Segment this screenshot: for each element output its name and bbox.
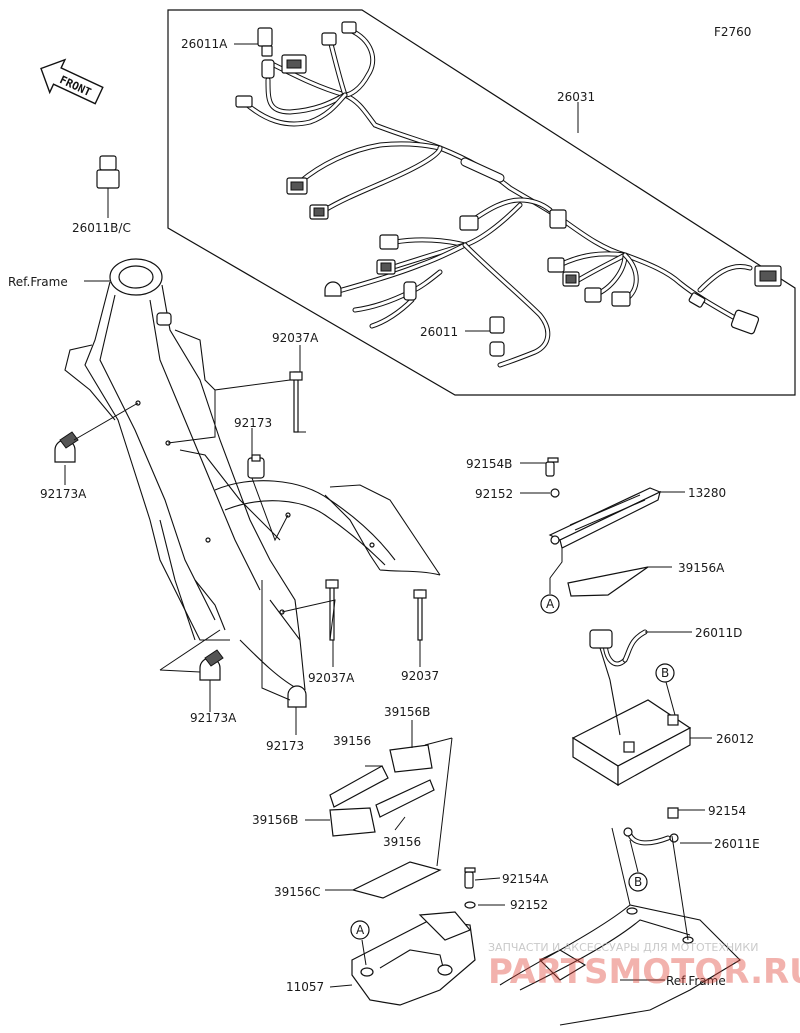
label-92173A-left: 92173A bbox=[40, 487, 87, 501]
bands-and-clamps bbox=[54, 371, 427, 708]
label-26011: 26011 bbox=[420, 325, 458, 339]
harness-inset-border bbox=[167, 9, 796, 396]
marker-a-lower bbox=[350, 920, 370, 940]
label-92037A-upper: 92037A bbox=[272, 331, 319, 345]
label-ref-frame-upper: Ref.Frame bbox=[8, 275, 68, 289]
label-26011BC: 26011B/C bbox=[72, 221, 131, 235]
label-92037: 92037 bbox=[401, 669, 439, 683]
label-92154B: 92154B bbox=[466, 457, 512, 471]
leader-lines bbox=[64, 43, 712, 988]
label-26011E: 26011E bbox=[714, 837, 760, 851]
label-11057: 11057 bbox=[286, 980, 324, 994]
label-92152-lower: 92152 bbox=[510, 898, 548, 912]
relay-26011A bbox=[257, 27, 273, 47]
battery-26012 bbox=[571, 629, 692, 846]
watermark: ЗАПЧАСТИ И АКСЕССУАРЫ ДЛЯ МОТОТЕХНИКИ PA… bbox=[488, 941, 800, 992]
figure-code: F2760 bbox=[714, 25, 751, 39]
frame-ref-lower bbox=[499, 827, 741, 1026]
label-92152-upper: 92152 bbox=[475, 487, 513, 501]
label-39156B-left: 39156B bbox=[252, 813, 298, 827]
relay-26011BC bbox=[96, 155, 120, 218]
marker-a-upper bbox=[540, 594, 560, 614]
label-26011D: 26011D bbox=[695, 626, 742, 640]
label-92173A-lower: 92173A bbox=[190, 711, 237, 725]
watermark-caption: ЗАПЧАСТИ И АКСЕССУАРЫ ДЛЯ МОТОТЕХНИКИ bbox=[488, 941, 758, 954]
marker-b-upper-text: B bbox=[661, 666, 669, 680]
label-39156-left: 39156 bbox=[333, 734, 371, 748]
marker-a-upper-text: A bbox=[546, 597, 555, 611]
part-labels: F2760 26011A 26031 26011B/C Ref.Frame 92… bbox=[8, 25, 760, 994]
label-92173-lower: 92173 bbox=[266, 739, 304, 753]
label-92173-upper: 92173 bbox=[234, 416, 272, 430]
marker-b-upper bbox=[655, 663, 675, 683]
label-92037A-lower: 92037A bbox=[308, 671, 355, 685]
harness-connectors bbox=[235, 21, 782, 357]
watermark-logo: PARTSMOTOR.RU bbox=[488, 952, 800, 992]
front-arrow-icon: FRONT bbox=[40, 58, 104, 105]
label-39156B-upper: 39156B bbox=[384, 705, 430, 719]
label-ref-frame-lower: Ref.Frame bbox=[666, 974, 726, 988]
marker-b-lower bbox=[628, 872, 648, 892]
tray-11057 bbox=[329, 737, 476, 1006]
reference-markers bbox=[350, 594, 675, 940]
main-harness-26031 bbox=[242, 27, 753, 368]
label-39156A: 39156A bbox=[678, 561, 725, 575]
battery-case-13280 bbox=[545, 457, 662, 597]
label-26011A: 26011A bbox=[181, 37, 228, 51]
label-26031: 26031 bbox=[557, 90, 595, 104]
label-39156-mid: 39156 bbox=[383, 835, 421, 849]
label-39156C: 39156C bbox=[274, 885, 321, 899]
label-13280: 13280 bbox=[688, 486, 726, 500]
label-26012: 26012 bbox=[716, 732, 754, 746]
marker-a-lower-text: A bbox=[356, 923, 365, 937]
label-92154: 92154 bbox=[708, 804, 746, 818]
label-92154A: 92154A bbox=[502, 872, 549, 886]
marker-b-lower-text: B bbox=[634, 875, 642, 889]
relay-26011 bbox=[489, 316, 505, 334]
